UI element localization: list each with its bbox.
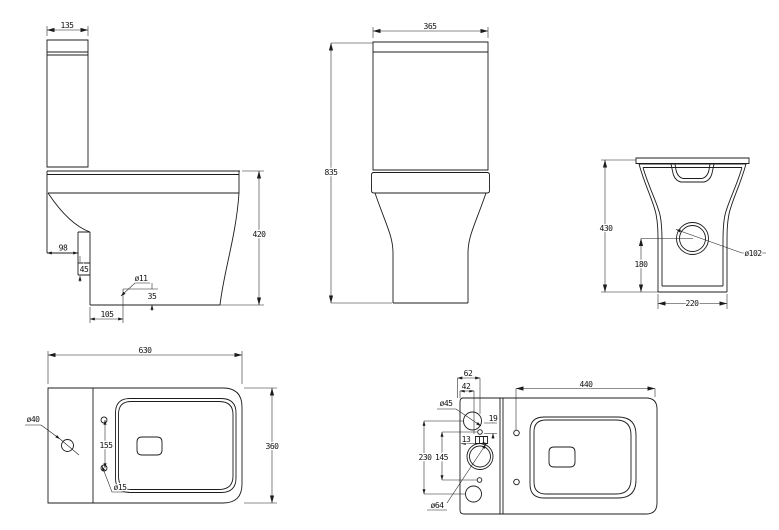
rear-lid bbox=[635, 157, 750, 164]
dim-145-text: 145 bbox=[435, 453, 449, 462]
dim-105-text: 105 bbox=[101, 310, 115, 319]
front-seat-band bbox=[371, 172, 490, 194]
underside-small-hole-top bbox=[477, 429, 483, 435]
dim-35-text: 35 bbox=[148, 292, 157, 301]
underside-panel-divider bbox=[499, 398, 504, 514]
dim-o102-text: ø102 bbox=[744, 249, 762, 258]
dim-13-text: 13 bbox=[462, 435, 471, 444]
plan-seat-inner bbox=[118, 401, 234, 490]
rear-top-recess bbox=[670, 163, 715, 183]
underside-outlet-outer-circle bbox=[466, 443, 494, 470]
dim-430-text: 430 bbox=[600, 224, 614, 233]
front-pedestal bbox=[374, 192, 487, 304]
dim-o45-leader bbox=[437, 408, 482, 427]
underside-outer-outline bbox=[459, 397, 658, 515]
plan-hinge-hole-bottom bbox=[100, 464, 108, 472]
dim-155-text: 155 bbox=[100, 441, 114, 450]
dim-180-text: 180 bbox=[635, 260, 649, 269]
dim-19-extensions bbox=[484, 422, 497, 434]
underside-small-hole-bottom bbox=[476, 477, 483, 483]
side-front-curve bbox=[219, 171, 240, 306]
dim-62-text: 62 bbox=[464, 369, 473, 378]
dim-230-extensions bbox=[424, 420, 465, 495]
underside-water-spot bbox=[548, 446, 576, 468]
dim-45-text: 45 bbox=[80, 265, 89, 274]
plan-water-spot bbox=[136, 436, 163, 456]
dim-o64-text: ø64 bbox=[431, 501, 445, 510]
side-pan-top bbox=[47, 170, 240, 175]
dim-42-text: 42 bbox=[462, 382, 471, 391]
plan-view: 630 360 ø40 155 ø15 bbox=[25, 345, 281, 504]
underside-bowl-inner bbox=[533, 419, 632, 495]
underside-bowl-outer bbox=[529, 416, 637, 499]
dim-o64-leader bbox=[427, 444, 486, 511]
dim-220-text: 220 bbox=[686, 299, 700, 308]
dim-o11-text: ø11 bbox=[135, 274, 149, 283]
dim-98-text: 98 bbox=[59, 244, 68, 253]
dim-19-text: 19 bbox=[489, 414, 498, 423]
dim-365-text: 365 bbox=[424, 22, 438, 31]
rear-body-outer bbox=[638, 163, 747, 293]
underside-inlet-hole bbox=[463, 411, 482, 431]
dim-420-text: 420 bbox=[253, 230, 267, 239]
dim-835-extensions bbox=[331, 42, 392, 304]
dim-o40-leader-tail bbox=[25, 424, 80, 456]
rear-view: 430 180 220 ø102 bbox=[598, 157, 766, 309]
dim-835-text: 835 bbox=[325, 168, 339, 177]
underside-fixing-hole-top bbox=[513, 429, 520, 437]
dim-630-extensions bbox=[47, 351, 243, 384]
dim-o102-leader bbox=[675, 229, 766, 254]
dim-145-extensions bbox=[442, 431, 477, 481]
dim-o40-text: ø40 bbox=[27, 415, 41, 424]
front-cistern-outline bbox=[372, 41, 489, 171]
dim-230-text: 230 bbox=[419, 453, 433, 462]
dim-360-text: 360 bbox=[266, 442, 280, 451]
side-underseat-curve bbox=[47, 192, 91, 305]
dim-o40-leader-arrow bbox=[40, 424, 61, 440]
plan-flush-hole bbox=[61, 439, 74, 452]
plan-outer-outline bbox=[47, 387, 243, 504]
side-cistern-outline bbox=[46, 39, 89, 168]
underside-fixing-hole-bottom bbox=[513, 478, 520, 486]
underside-view: 62 42 ø45 19 13 230 145 ø64 440 bbox=[417, 368, 658, 515]
dim-o15-leader bbox=[101, 465, 129, 493]
plan-seat-outer bbox=[115, 398, 237, 493]
dim-630-text: 630 bbox=[139, 346, 153, 355]
underside-slot bbox=[475, 436, 488, 444]
dim-o45-text: ø45 bbox=[440, 399, 454, 408]
dim-o11-leader bbox=[120, 282, 150, 297]
underside-supply-hole bbox=[465, 485, 482, 503]
side-view: 135 420 98 45 ø11 35 105 bbox=[46, 20, 268, 323]
rear-body-inner bbox=[642, 167, 743, 287]
dim-135-text: 135 bbox=[61, 21, 75, 30]
dim-440-text: 440 bbox=[580, 380, 594, 389]
dim-o15-text: ø15 bbox=[114, 483, 128, 492]
plan-hinge-hole-top bbox=[100, 416, 108, 424]
dim-62-extensions bbox=[457, 378, 481, 414]
front-view: 365 835 bbox=[323, 21, 490, 304]
